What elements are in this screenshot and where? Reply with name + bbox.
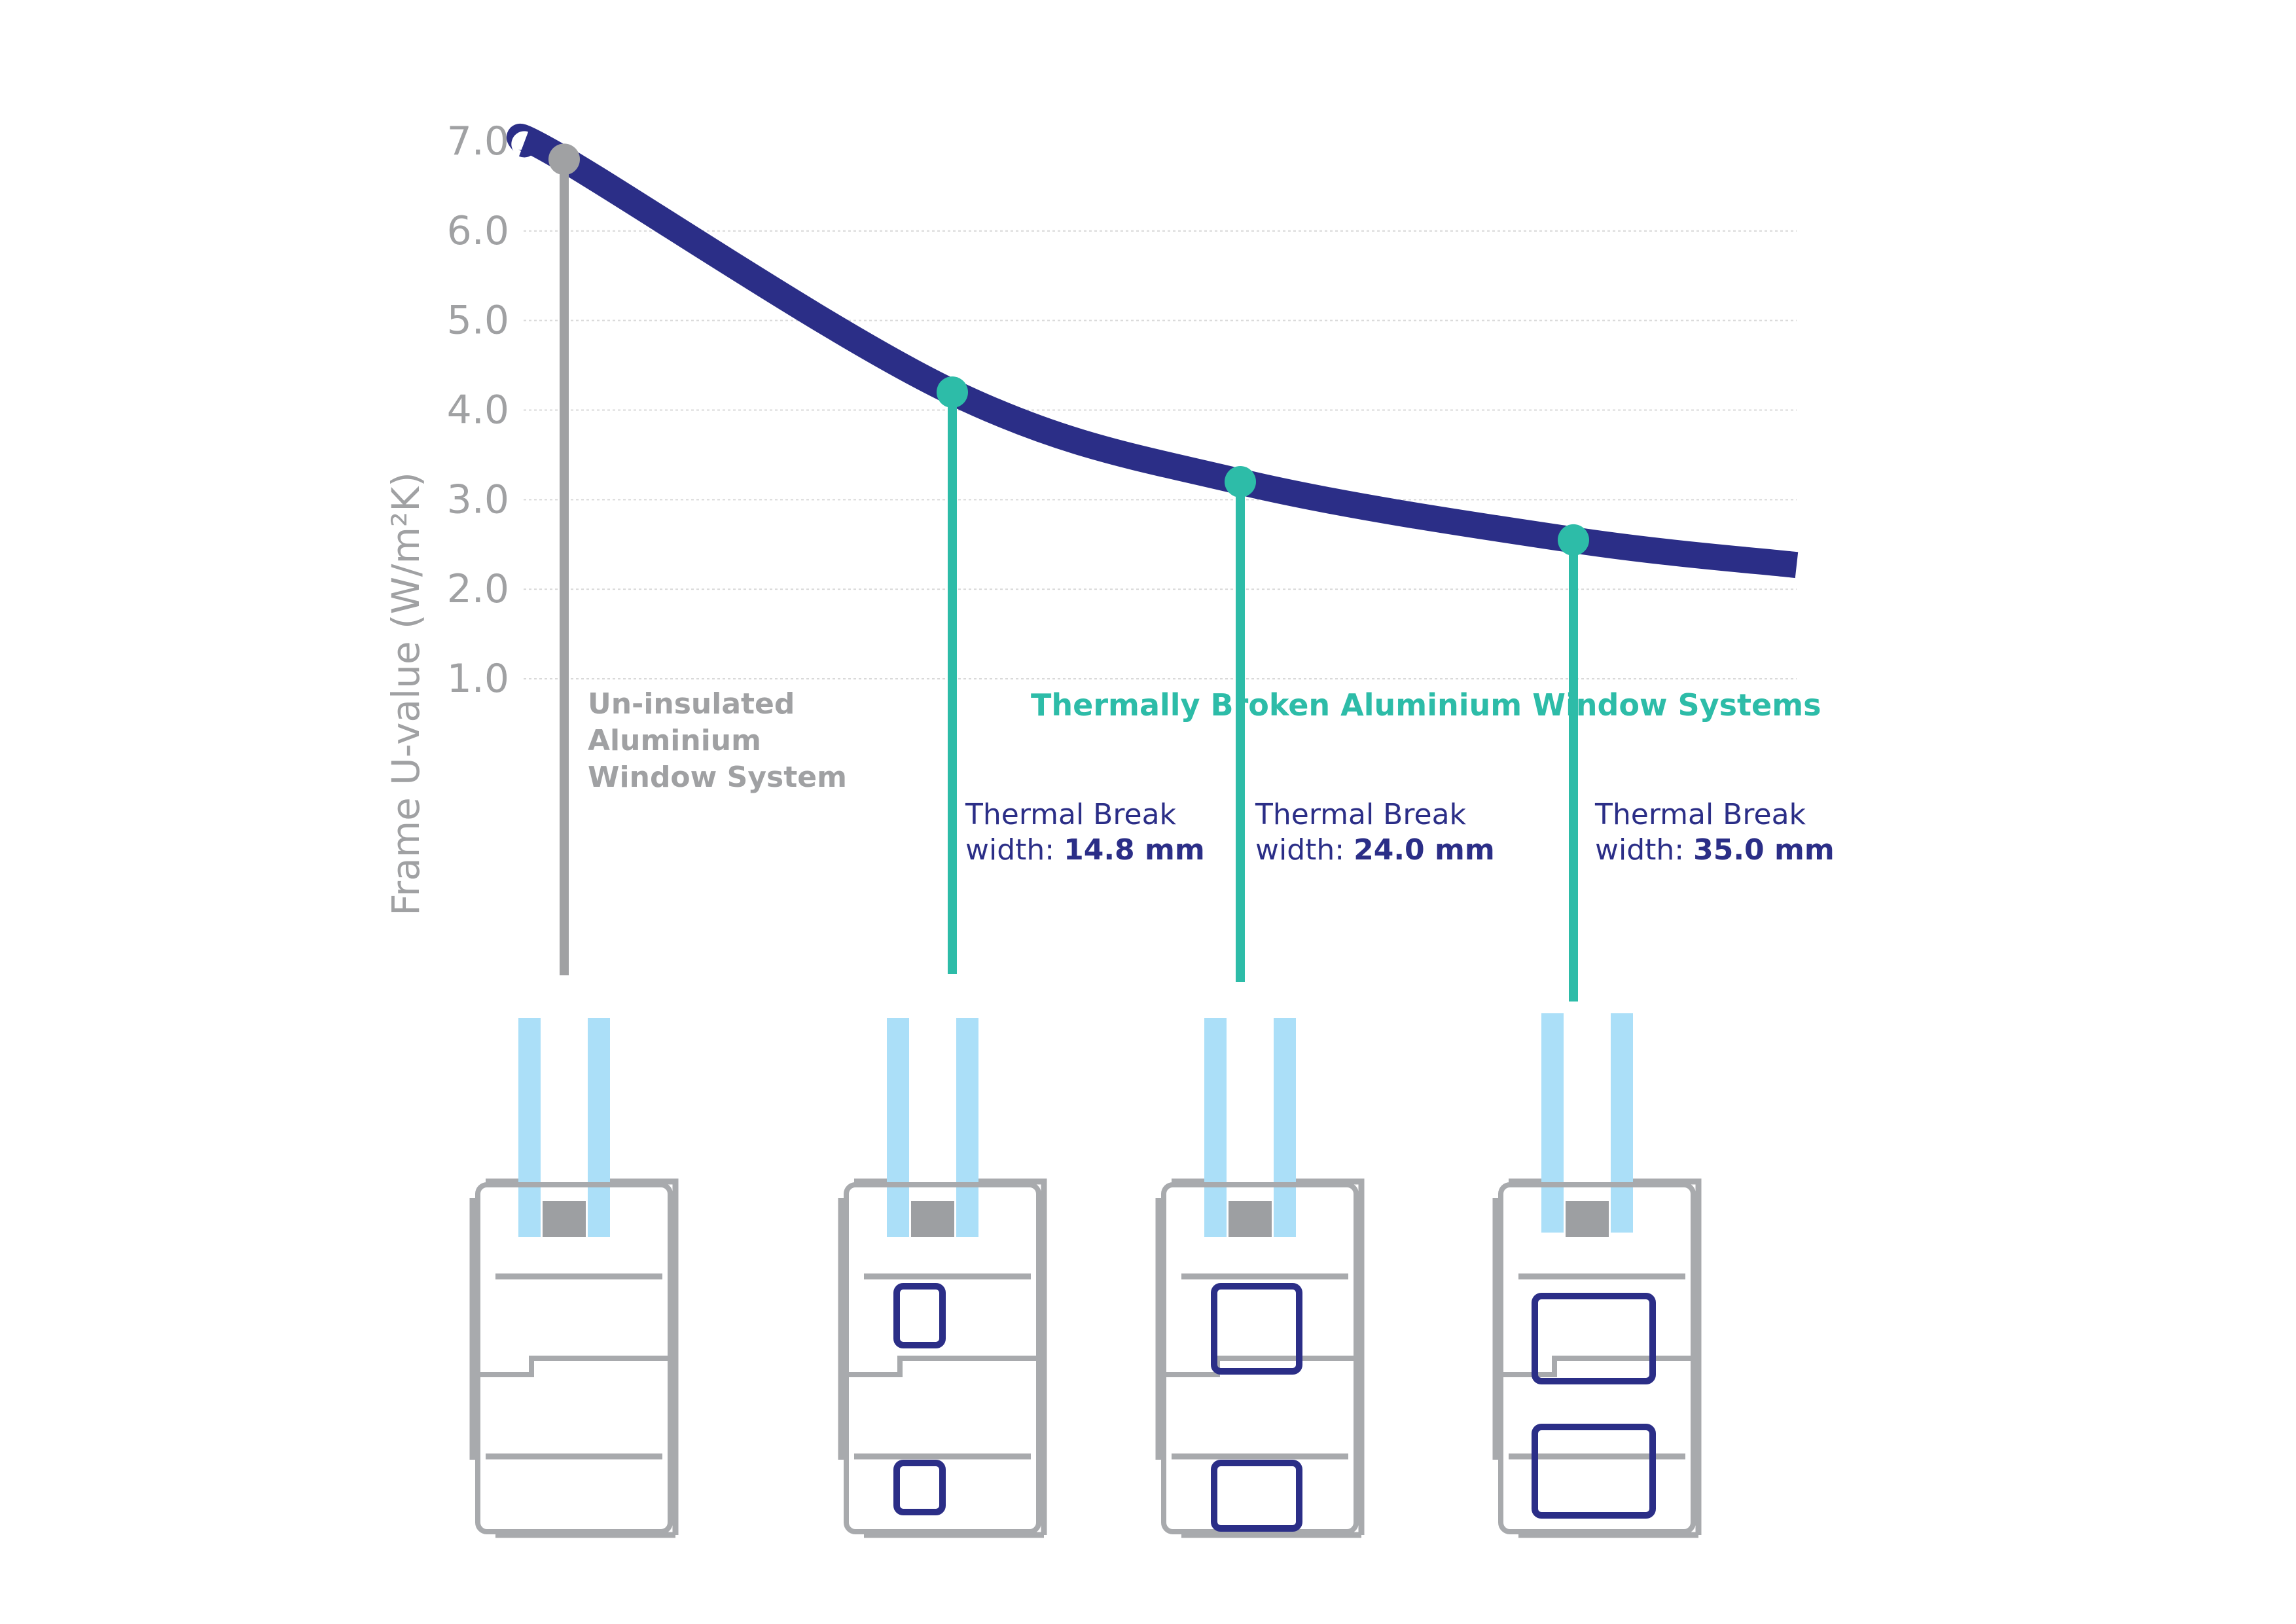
width-value: 35.0 mm <box>1693 833 1835 867</box>
frame-chamber <box>1496 1356 1692 1377</box>
thermal-break-label-2-title: Thermal Break <box>1255 798 1467 831</box>
glass-spacer <box>1229 1201 1272 1237</box>
glass-pane <box>887 1018 909 1237</box>
y-tick-label: 4.0 <box>447 388 509 433</box>
thermal-break-label-3-title: Thermal Break <box>1595 798 1806 831</box>
thermal-break-label-3-width: width: 35.0 mm <box>1595 833 1835 868</box>
thermal-break-label-1-width: width: 14.8 mm <box>965 833 1205 868</box>
glass-spacer <box>911 1201 954 1237</box>
y-tick-label: 5.0 <box>447 298 509 344</box>
frame-inner <box>475 1182 673 1534</box>
window-profile-3 <box>1492 1013 1702 1538</box>
width-prefix: width: <box>1255 833 1345 867</box>
width-prefix: width: <box>1595 833 1685 867</box>
u-value-curve <box>506 124 1799 579</box>
width-value: 24.0 mm <box>1354 833 1495 867</box>
window-profile-1 <box>838 1018 1047 1538</box>
glass-pane <box>1274 1018 1296 1237</box>
thermal-break-upper <box>1211 1283 1302 1375</box>
thermal-break-lower <box>1532 1424 1656 1519</box>
frame-outline <box>1492 1178 1702 1538</box>
data-point-3 <box>1558 524 1589 556</box>
thermal-break-upper <box>893 1283 946 1348</box>
frame-outline <box>469 1178 679 1538</box>
frame-inner <box>844 1182 1041 1534</box>
width-value: 14.8 mm <box>1064 833 1205 867</box>
thermal-break-lower <box>893 1460 946 1515</box>
frame-outline <box>838 1178 1047 1538</box>
thermal-break-lower <box>1211 1460 1302 1532</box>
frame-chamber <box>841 1356 1037 1377</box>
width-prefix: width: <box>965 833 1055 867</box>
thermal-break-label-1: Thermal Break width: 14.8 mm <box>965 797 1205 868</box>
y-axis-label-text: Frame U-value (W/m²K) <box>384 472 428 916</box>
glass-spacer <box>1566 1201 1609 1237</box>
data-point-2 <box>1225 465 1256 497</box>
y-tick-label: 6.0 <box>447 208 509 254</box>
thermal-break-label-2: Thermal Break width: 24.0 mm <box>1255 797 1495 868</box>
glass-pane <box>1611 1013 1633 1233</box>
y-tick-label: 1.0 <box>447 656 509 702</box>
y-tick-label: 2.0 <box>447 566 509 612</box>
thermal-break-label-3: Thermal Break width: 35.0 mm <box>1595 797 1835 868</box>
series-title: Thermally Broken Aluminium Window System… <box>1031 687 1821 723</box>
thermal-break-label-1-title: Thermal Break <box>965 798 1177 831</box>
frame-outline <box>1155 1178 1365 1538</box>
glass-pane <box>518 1018 541 1237</box>
glass-pane <box>1204 1018 1227 1237</box>
thermal-break-label-2-width: width: 24.0 mm <box>1255 833 1495 868</box>
thermal-break-upper <box>1532 1293 1656 1384</box>
y-tick-label: 3.0 <box>447 477 509 522</box>
data-point-0 <box>548 143 580 175</box>
glass-spacer <box>543 1201 586 1237</box>
frame-chamber <box>473 1356 669 1377</box>
uninsulated-label: Un-insulated Aluminium Window System <box>588 687 847 794</box>
window-profile-2 <box>1155 1018 1365 1538</box>
window-profile-0 <box>469 1018 679 1538</box>
frame-inner <box>1498 1182 1696 1534</box>
glass-pane <box>956 1018 978 1237</box>
data-point-1 <box>937 376 968 408</box>
glass-pane <box>1541 1013 1564 1233</box>
glass-pane <box>588 1018 610 1237</box>
y-tick-label: 7.0 <box>447 118 509 164</box>
